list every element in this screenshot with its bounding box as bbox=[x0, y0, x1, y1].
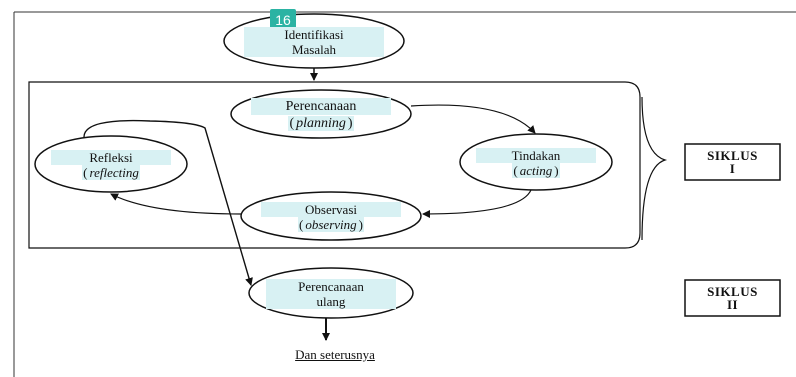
tindakan-italic: acting bbox=[518, 163, 554, 178]
siklus2-line2: II bbox=[726, 297, 739, 312]
perencanaan-ulang-line1: Perencanaan bbox=[266, 279, 396, 294]
arrow-planning-to-acting bbox=[410, 104, 536, 134]
node-perencanaan-label: Perencanaan (planning) bbox=[251, 98, 391, 132]
arrow-reflecting-to-replanning bbox=[83, 119, 253, 286]
tindakan-paren-close: ) bbox=[553, 163, 560, 178]
node-tindakan-label: Tindakan (acting) bbox=[476, 148, 596, 178]
perencanaan-paren-close: ) bbox=[346, 116, 354, 131]
refleksi-italic: reflecting bbox=[88, 165, 140, 180]
identifikasi-line1: Identifikasi bbox=[244, 27, 384, 42]
node-refleksi-label: Refleksi (reflecting bbox=[51, 150, 171, 180]
brace bbox=[641, 96, 668, 241]
arrow-observing-to-reflecting bbox=[110, 193, 242, 215]
siklus1-line2: I bbox=[729, 161, 736, 176]
observasi-line2: (observing) bbox=[261, 217, 401, 232]
observasi-paren-open: ( bbox=[298, 217, 305, 232]
identifikasi-line2: Masalah bbox=[244, 42, 384, 57]
siklus1-box bbox=[684, 143, 781, 181]
refleksi-paren-open: ( bbox=[82, 165, 89, 180]
siklus2-line1: SIKLUS bbox=[707, 284, 758, 299]
node-observasi-label: Observasi (observing) bbox=[261, 202, 401, 232]
node-perencanaan-ulang-label: Perencanaan ulang bbox=[266, 279, 396, 309]
perencanaan-italic: planning bbox=[295, 116, 347, 131]
arrow-acting-to-observing bbox=[422, 189, 532, 218]
page-number-badge: 16 bbox=[270, 9, 296, 31]
tindakan-line1: Tindakan bbox=[476, 148, 596, 163]
tindakan-paren-open: ( bbox=[512, 163, 519, 178]
perencanaan-ulang-line2: ulang bbox=[266, 294, 396, 309]
node-identifikasi-label: Identifikasi Masalah bbox=[244, 27, 384, 57]
siklus2-box bbox=[684, 279, 781, 317]
tindakan-line2: (acting) bbox=[476, 163, 596, 178]
siklus1-label: SIKLUS I bbox=[685, 149, 780, 175]
perencanaan-line2: (planning) bbox=[251, 115, 391, 132]
siklus1-line1: SIKLUS bbox=[707, 148, 758, 163]
siklus2-label: SIKLUS II bbox=[685, 285, 780, 311]
observasi-paren-close: ) bbox=[357, 217, 364, 232]
observasi-italic: observing bbox=[304, 217, 358, 232]
cycle-container bbox=[28, 81, 641, 249]
footer-dan-seterusnya: Dan seterusnya bbox=[295, 347, 375, 362]
refleksi-line2: (reflecting bbox=[51, 165, 171, 180]
perencanaan-line1: Perencanaan bbox=[251, 98, 391, 115]
perencanaan-paren-open: ( bbox=[288, 116, 296, 131]
observasi-line1: Observasi bbox=[261, 202, 401, 217]
refleksi-line1: Refleksi bbox=[51, 150, 171, 165]
